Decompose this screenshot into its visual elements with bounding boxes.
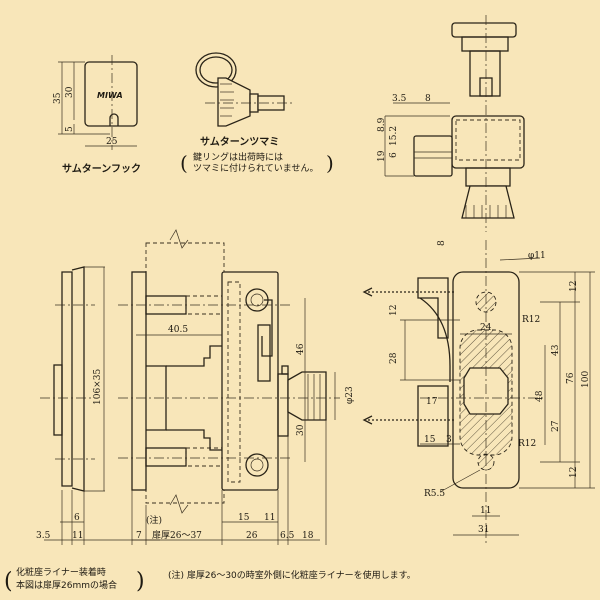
dim-8: 8 xyxy=(425,94,431,104)
hook-title: サムターンフック xyxy=(62,163,141,175)
liner-note-line1: 化粧座ライナー装着時 xyxy=(16,566,106,578)
dim-front-8: 8 xyxy=(437,240,447,246)
dim-r5-5: R5.5 xyxy=(424,489,445,499)
dim-left-12: 12 xyxy=(389,305,399,316)
dim-6-5: 6.5 xyxy=(280,531,295,541)
notes: ( 化粧座ライナー装着時 本図は扉厚26mmの場合 ) (注) 扉厚26～30の… xyxy=(4,566,416,594)
dim-hook-25: 25 xyxy=(106,137,118,147)
dim-46: 46 xyxy=(296,343,306,355)
svg-text:): ) xyxy=(136,569,145,594)
dim-11: 11 xyxy=(264,513,275,523)
dim-3-5: 3.5 xyxy=(392,94,407,104)
dim-15-front: 15 xyxy=(424,435,436,445)
dim-6: 6 xyxy=(389,152,399,158)
lock-section-drawing: 106×35 40.5 46 φ23 30 xyxy=(36,229,355,545)
knob-paren: ( xyxy=(180,151,188,175)
dim-19: 19 xyxy=(377,150,387,162)
strike-front-drawing: 8 φ11 12 12 R12 24 43 28 76 100 48 17 27… xyxy=(362,240,595,545)
dim-43: 43 xyxy=(551,344,561,356)
dim-r12-bottom: R12 xyxy=(518,439,536,449)
dim-40-5: 40.5 xyxy=(168,325,188,335)
dim-100: 100 xyxy=(581,371,591,388)
dim-r12-top: R12 xyxy=(522,315,540,325)
dim-30: 30 xyxy=(296,424,306,436)
hook-logo: MIWA xyxy=(97,91,123,100)
thumbturn-knob-drawing: サムターンツマミ ( 鍵リングは出荷時には ツマミに付けられていません。 ) xyxy=(180,52,334,175)
knob-note-line1: 鍵リングは出荷時には xyxy=(193,151,283,163)
dim-3: 3 xyxy=(446,435,452,445)
svg-text:(: ( xyxy=(4,569,13,594)
dim-3-5-left: 3.5 xyxy=(36,531,51,541)
dim-106x35: 106×35 xyxy=(93,369,103,405)
dim-7: 7 xyxy=(136,531,142,541)
dim-48: 48 xyxy=(535,390,545,402)
dim-15: 15 xyxy=(238,513,250,523)
dim-phi23: φ23 xyxy=(345,386,355,404)
dim-31: 31 xyxy=(478,525,489,535)
liner-note-line2: 本図は扉厚26mmの場合 xyxy=(16,579,117,591)
dim-hook-35: 35 xyxy=(53,92,63,104)
dim-top-12: 12 xyxy=(569,281,579,292)
dim-28: 28 xyxy=(389,352,399,364)
dim-27: 27 xyxy=(551,420,561,432)
knob-title: サムターンツマミ xyxy=(200,136,279,148)
dim-17: 17 xyxy=(426,397,438,407)
dim-18: 18 xyxy=(302,531,314,541)
dim-76: 76 xyxy=(566,372,576,384)
cylinder-side-drawing: 3.5 8 8.9 15.2 6 19 xyxy=(377,15,525,232)
dim-hook-30: 30 xyxy=(65,86,75,98)
dim-11-front: 11 xyxy=(480,506,491,516)
dim-26: 26 xyxy=(246,531,258,541)
knob-note-line2: ツマミに付けられていません。 xyxy=(193,163,318,174)
dim-8-9: 8.9 xyxy=(377,117,387,132)
thumbturn-hook-drawing: MIWA 35 30 5 25 サムターンフック xyxy=(53,55,141,175)
dim-bottom-12: 12 xyxy=(569,467,579,478)
knob-paren-close: ) xyxy=(326,151,334,175)
dim-hook-5: 5 xyxy=(65,126,75,132)
dim-phi11: φ11 xyxy=(528,251,546,261)
dim-6-left: 6 xyxy=(74,513,80,523)
dim-24: 24 xyxy=(480,323,492,333)
note-mark: (注) xyxy=(146,514,162,526)
main-note: (注) 扉厚26～30の時室外側に化粧座ライナーを使用します。 xyxy=(168,569,416,581)
dim-door-thickness: 扉厚26～37 xyxy=(152,529,202,541)
dim-11-left: 11 xyxy=(72,531,83,541)
dim-15-2: 15.2 xyxy=(389,126,399,146)
